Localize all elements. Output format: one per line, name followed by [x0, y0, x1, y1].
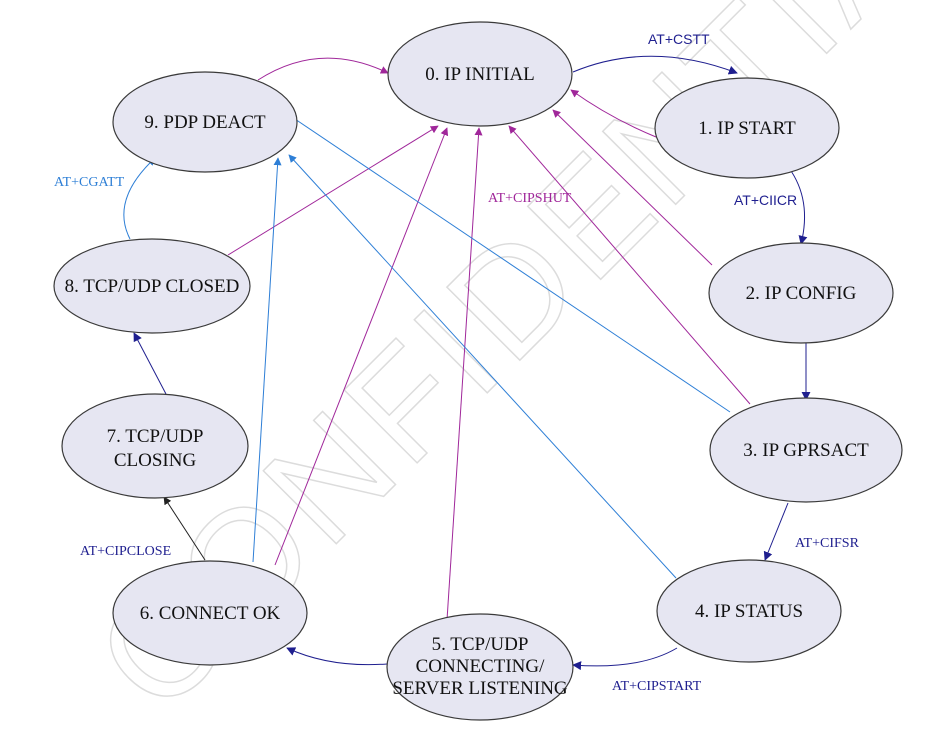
edge-3-to-9 [288, 114, 731, 413]
edge-2-to-0 [552, 109, 713, 266]
state-2-label: 2. IP CONFIG [746, 283, 857, 304]
label-at-ciicr: AT+CIICR [734, 192, 797, 208]
state-9-pdp-deact: 9. PDP DEACT [112, 71, 298, 173]
edge-1-to-2 [788, 167, 808, 245]
edge-7-to-8 [133, 332, 167, 395]
edge-8-to-0 [227, 125, 439, 256]
state-6-connect-ok: 6. CONNECT OK [112, 560, 308, 666]
edge-3-to-4 [763, 502, 789, 561]
edge-5-to-9 [288, 154, 677, 579]
edge-4-to-5 [572, 647, 678, 671]
state-7-label-line-2: CLOSING [114, 450, 197, 471]
label-at-cipclose: AT+CIPCLOSE [80, 544, 171, 559]
state-5-label-line-1: 5. TCP/UDP [432, 634, 529, 655]
label-at-cifsr: AT+CIFSR [795, 536, 860, 551]
edge-1-to-0 [570, 89, 657, 138]
label-at-cgatt: AT+CGATT [54, 175, 125, 190]
state-4-ip-status: 4. IP STATUS [656, 559, 842, 663]
state-0-label: 0. IP INITIAL [425, 64, 535, 85]
edge-5-to-6 [286, 647, 388, 666]
edge-8-to-9 [123, 157, 156, 240]
state-4-label: 4. IP STATUS [695, 601, 803, 622]
state-5-label-line-2: CONNECTING/ [416, 656, 545, 677]
state-2-ip-config: 2. IP CONFIG [708, 242, 894, 344]
edge-5-to-0 [446, 127, 483, 621]
edge-6-to-7 [163, 496, 206, 561]
state-3-ip-gprsact: 3. IP GPRSACT [709, 397, 903, 503]
state-1-ip-start: 1. IP START [654, 77, 840, 179]
state-3-label: 3. IP GPRSACT [743, 440, 869, 461]
state-8-tcp-udp-closed: 8. TCP/UDP CLOSED [53, 238, 251, 334]
state-1-label: 1. IP START [698, 118, 796, 139]
state-9-label: 9. PDP DEACT [144, 112, 266, 133]
label-at-cstt: AT+CSTT [648, 31, 710, 47]
state-6-label: 6. CONNECT OK [140, 603, 281, 624]
state-5-label-line-3: SERVER LISTENING [392, 678, 568, 699]
edge-0-to-1 [572, 55, 738, 75]
edge-6-to-0 [274, 127, 449, 566]
label-at-cipstart: AT+CIPSTART [612, 679, 702, 694]
edge-3-to-0 [508, 125, 751, 405]
state-7-tcp-udp-closing: 7. TCP/UDP CLOSING [61, 393, 249, 499]
state-8-label: 8. TCP/UDP CLOSED [65, 276, 240, 297]
state-7-label-line-1: 7. TCP/UDP [107, 426, 204, 447]
edge-6-to-9 [252, 157, 282, 563]
label-at-cipshut: AT+CIPSHUT [488, 191, 572, 206]
state-5-tcp-udp-connecting: 5. TCP/UDP CONNECTING/ SERVER LISTENING [386, 613, 574, 721]
edge-9-to-0 [257, 57, 389, 81]
state-0-ip-initial: 0. IP INITIAL [387, 21, 573, 127]
